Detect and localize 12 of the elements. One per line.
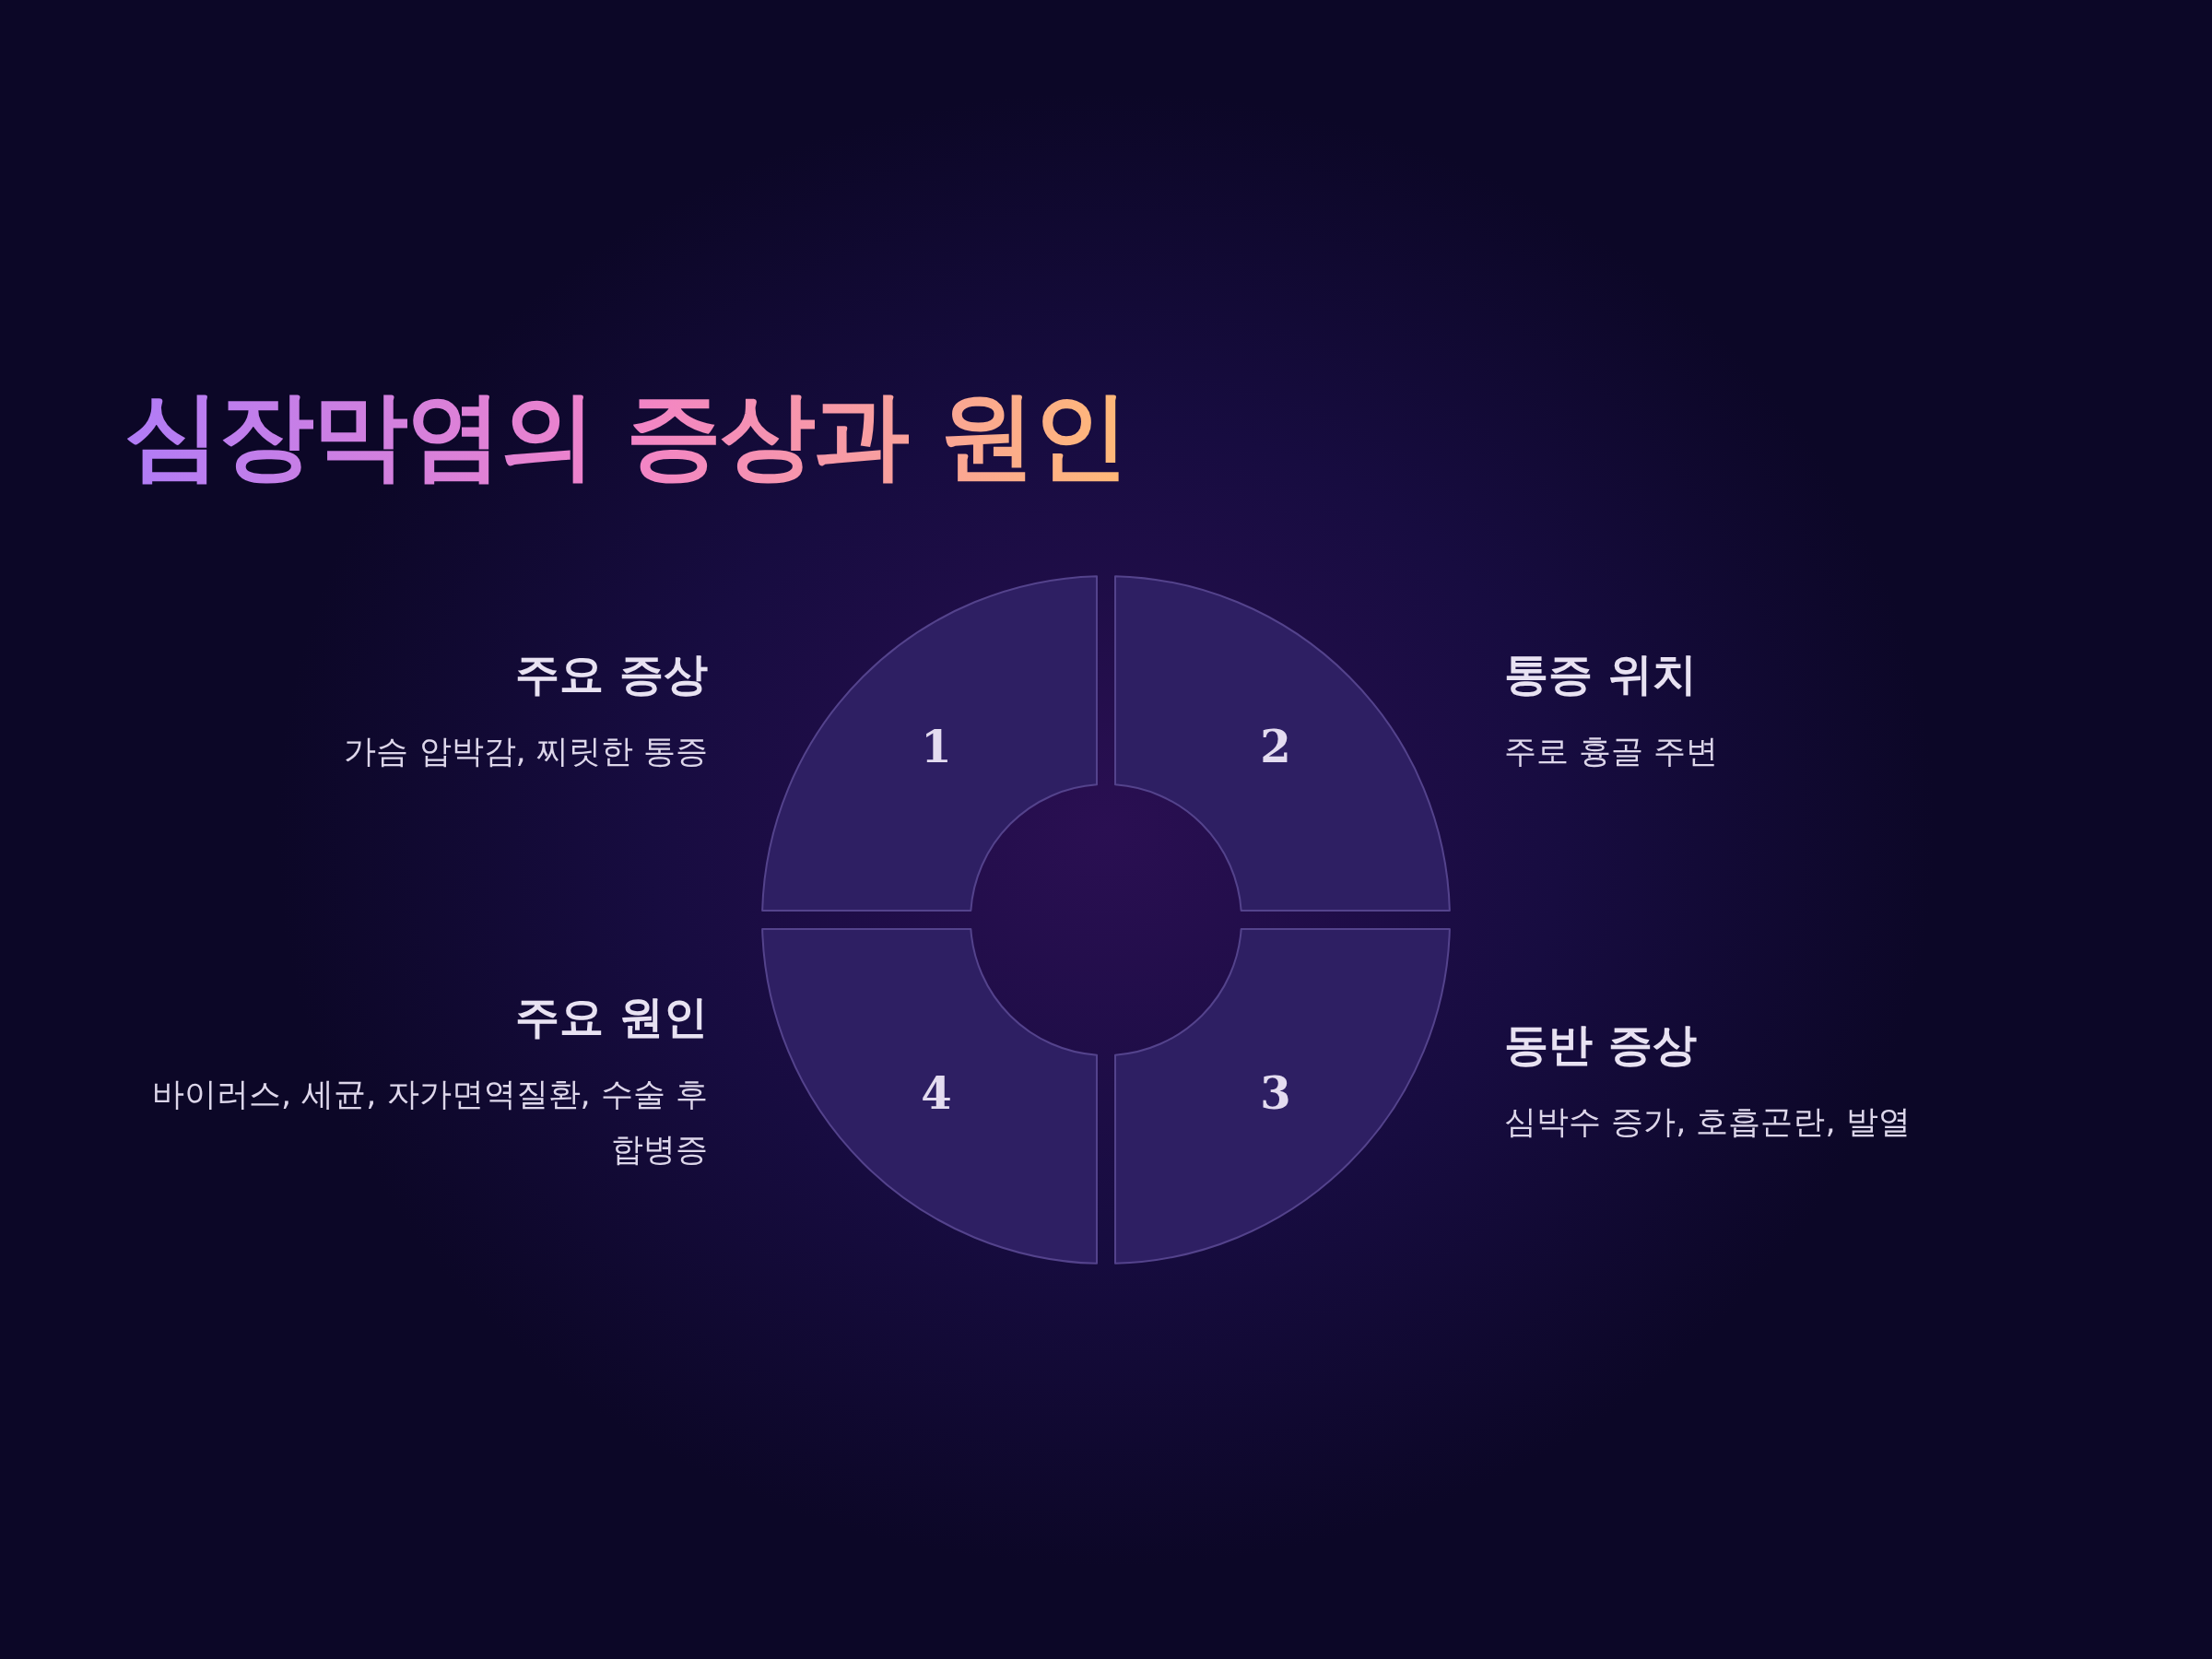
description: 바이러스, 세균, 자가면역질환, 수술 후 합병증 xyxy=(151,1075,708,1170)
heading: 주요 원인 xyxy=(514,990,708,1044)
heading: 주요 증상 xyxy=(514,647,708,701)
segment-number: 4 xyxy=(921,1067,952,1119)
heading: 동반 증상 xyxy=(1504,1018,1698,1072)
description: 가슴 압박감, 찌릿한 통증 xyxy=(343,732,708,772)
segment-number: 1 xyxy=(921,721,952,772)
heading: 통증 위치 xyxy=(1504,647,1698,701)
description: 주로 흉골 주변 xyxy=(1504,732,1720,772)
description: 심박수 증가, 호흡곤란, 발열 xyxy=(1504,1102,1912,1143)
segment-number: 2 xyxy=(1260,721,1291,772)
segment-number: 3 xyxy=(1260,1067,1291,1119)
